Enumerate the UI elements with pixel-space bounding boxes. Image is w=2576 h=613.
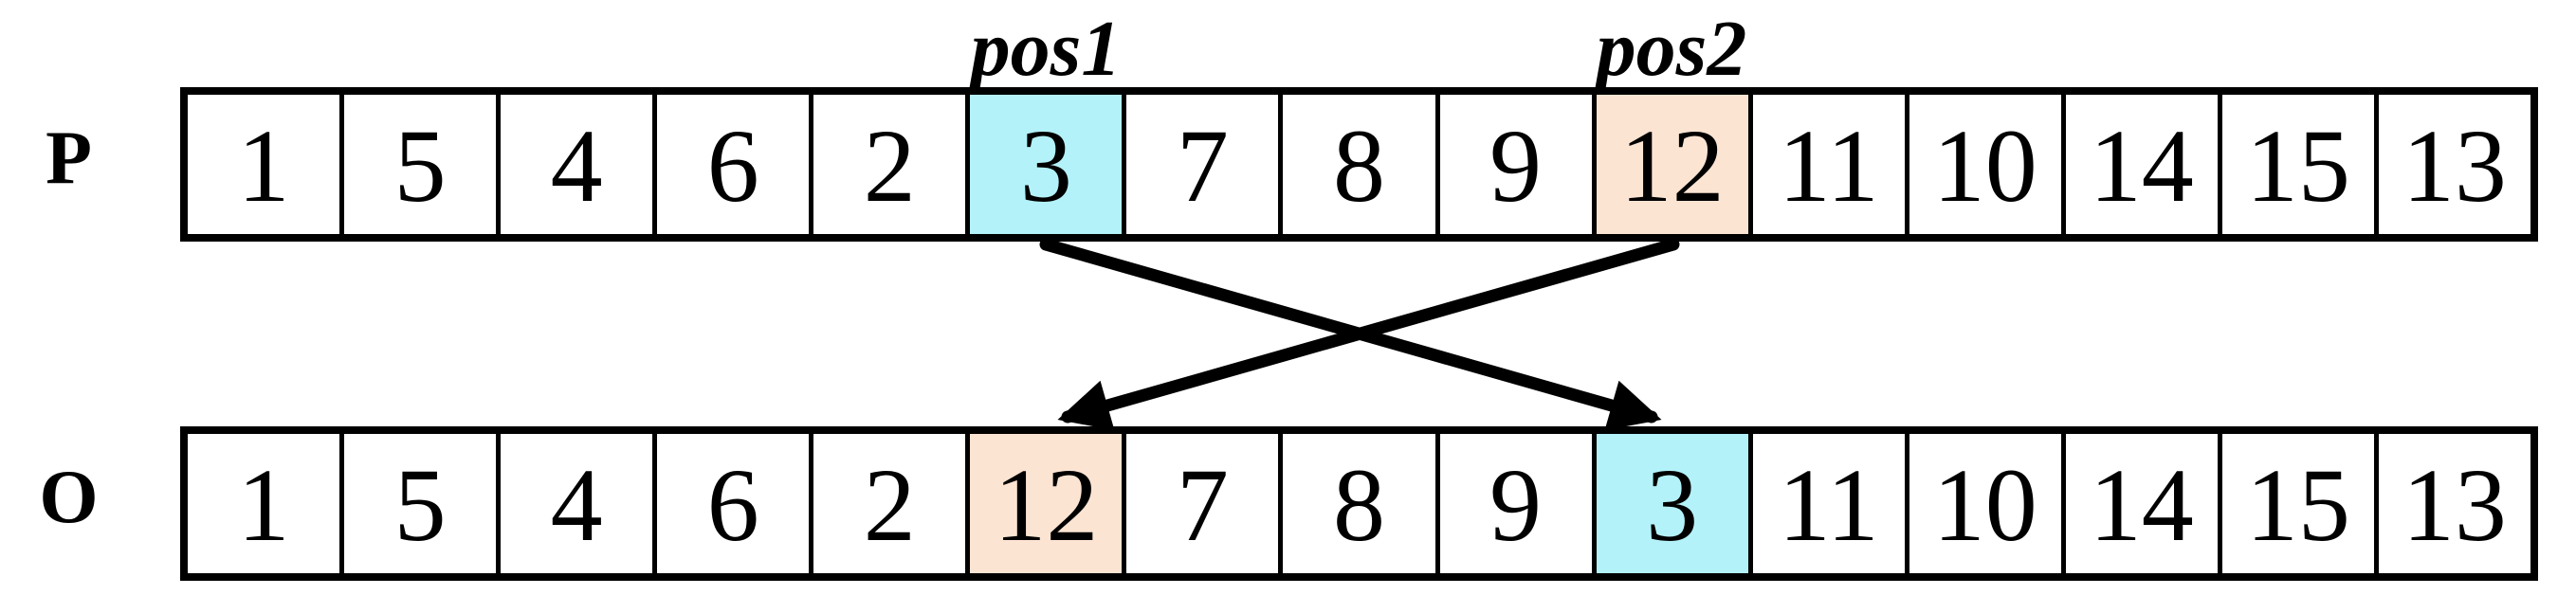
parent-cell: 11 [1752, 95, 1909, 234]
parent-cell: 15 [2221, 95, 2379, 234]
offspring-array: 1 5 4 6 2 12 7 8 9 3 11 10 14 15 13 [180, 426, 2538, 581]
offspring-cell: 5 [344, 434, 502, 573]
swap-arrow-pos1-to-pos2 [1039, 238, 1662, 431]
swap-arrow-pos2-to-pos1 [1057, 238, 1680, 431]
parent-cell-pos1: 3 [970, 95, 1127, 234]
parent-cell: 1 [188, 95, 345, 234]
offspring-cell: 14 [2065, 434, 2222, 573]
offspring-row-label: O [39, 456, 99, 539]
parent-array: 1 5 4 6 2 3 7 8 9 12 11 10 14 15 13 [180, 87, 2538, 242]
offspring-cell: 11 [1752, 434, 1909, 573]
offspring-cell: 1 [188, 434, 345, 573]
offspring-cell: 6 [657, 434, 814, 573]
parent-cell: 7 [1126, 95, 1284, 234]
offspring-cell: 8 [1283, 434, 1440, 573]
parent-cell-pos2: 12 [1596, 95, 1753, 234]
offspring-cell: 9 [1439, 434, 1597, 573]
offspring-cell: 15 [2221, 434, 2379, 573]
pos1-label: pos1 [970, 4, 1122, 93]
parent-cell: 4 [501, 95, 658, 234]
parent-cell: 14 [2065, 95, 2222, 234]
parent-row-label: P [46, 117, 92, 200]
parent-cell: 2 [813, 95, 971, 234]
pos2-label: pos2 [1596, 4, 1747, 93]
offspring-cell: 13 [2378, 434, 2530, 573]
offspring-cell: 7 [1126, 434, 1284, 573]
parent-cell: 13 [2378, 95, 2530, 234]
parent-cell: 9 [1439, 95, 1597, 234]
parent-cell: 5 [344, 95, 502, 234]
parent-cell: 10 [1909, 95, 2066, 234]
offspring-cell-pos1: 12 [970, 434, 1127, 573]
parent-cell: 8 [1283, 95, 1440, 234]
offspring-cell: 10 [1909, 434, 2066, 573]
offspring-cell: 4 [501, 434, 658, 573]
offspring-cell: 2 [813, 434, 971, 573]
parent-cell: 6 [657, 95, 814, 234]
offspring-cell-pos2: 3 [1596, 434, 1753, 573]
